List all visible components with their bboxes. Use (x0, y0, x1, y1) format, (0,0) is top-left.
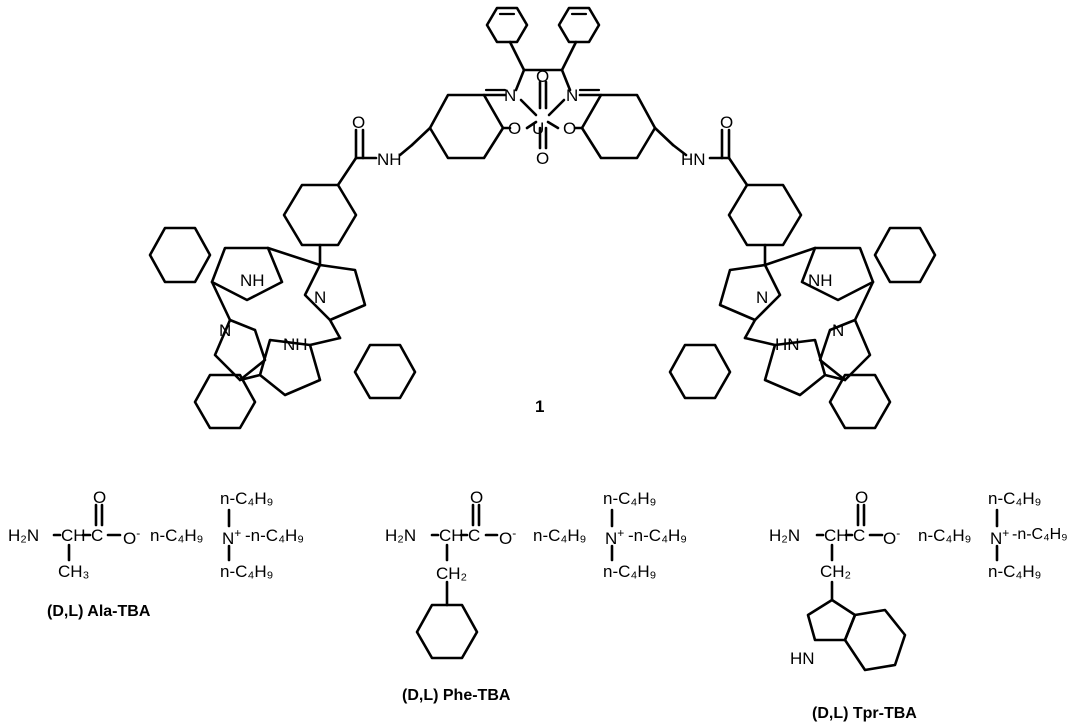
phenyl-ring-top-left (485, 6, 529, 44)
carboxyl-carbon: C (468, 526, 481, 545)
indole-nh: HN (790, 649, 815, 668)
butyl-top: n-C₄H₉ (988, 489, 1042, 508)
atom-NH: NH (240, 271, 265, 290)
ammonium-nitrogen: N+ (990, 526, 1010, 548)
benzamide-ring-right (727, 183, 803, 247)
salt-bonds (52, 503, 999, 672)
indole-pyrrole-ring (806, 598, 857, 642)
alpha-carbon: CH (61, 526, 86, 545)
methyl-group: CH₃ (58, 562, 90, 581)
phenyl-ring-top-right (557, 6, 601, 44)
salicyl-ring-right (580, 93, 657, 160)
salt-label: (D,L) Phe-TBA (402, 687, 511, 704)
atom-NH: NH (808, 271, 833, 290)
salicyl-ring-left (428, 93, 505, 160)
carboxyl-carbon: C (853, 526, 866, 545)
butyl-right: -n-C₄H₉ (245, 526, 305, 545)
pyrrole-ring (213, 318, 267, 382)
atom-O: O (720, 113, 733, 132)
atom-N: N (314, 288, 326, 307)
butyl-bottom: n-C₄H₉ (603, 562, 657, 581)
meso-phenyl-ring (668, 343, 732, 400)
atom-N: N (566, 86, 578, 105)
meso-phenyl-ring (828, 373, 892, 430)
pyrrole-ring (210, 246, 284, 302)
butyl-left: n-C₄H₉ (918, 526, 972, 545)
atom-HN: HN (775, 335, 800, 354)
carboxylate-oxygen: O- (883, 526, 901, 548)
amino-group: H₂N (8, 526, 40, 545)
carbonyl-oxygen: O (93, 488, 107, 507)
salen-core (336, 6, 749, 187)
atom-O: O (352, 113, 365, 132)
carbonyl-oxygen: O (855, 488, 869, 507)
butyl-top: n-C₄H₉ (603, 489, 657, 508)
atom-N: N (756, 288, 768, 307)
butyl-right: -n-C₄H₉ (628, 526, 688, 545)
salt-label: (D,L) Ala-TBA (47, 603, 151, 620)
atom-HN: HN (681, 150, 706, 169)
pyrrole-ring (763, 338, 827, 397)
meso-phenyl-ring (148, 226, 212, 284)
amino-group: H₂N (385, 526, 417, 545)
ammonium-nitrogen: N+ (605, 526, 625, 548)
ammonium-nitrogen: N+ (222, 526, 242, 548)
pyrrole-ring (303, 263, 367, 322)
alpha-carbon: CH (824, 526, 849, 545)
amino-group: H₂N (769, 526, 801, 545)
salt-label: (D,L) Tpr-TBA (812, 705, 917, 722)
pyrrole-ring (718, 263, 782, 322)
methylene-group: CH₂ (820, 562, 852, 581)
atom-NH: NH (283, 335, 308, 354)
butyl-bottom: n-C₄H₉ (220, 562, 274, 581)
carbonyl-oxygen: O (470, 488, 484, 507)
atom-O: O (536, 67, 549, 86)
butyl-bottom: n-C₄H₉ (988, 562, 1042, 581)
atom-N: N (832, 321, 844, 340)
indole-benzene-ring (843, 608, 907, 672)
butyl-top: n-C₄H₉ (220, 489, 274, 508)
butyl-left: n-C₄H₉ (533, 526, 587, 545)
butyl-right: -n-C₄H₉ (1012, 526, 1068, 543)
compound-number: 1 (535, 397, 545, 416)
pyrrole-ring (258, 338, 322, 397)
pyrrole-ring (800, 246, 875, 302)
porphyrin-left (148, 183, 417, 430)
alpha-carbon: CH (439, 526, 464, 545)
atom-N: N (219, 321, 231, 340)
atom-NH: NH (377, 150, 402, 169)
atom-U: U (532, 119, 544, 138)
atom-O: O (508, 119, 521, 138)
carboxyl-carbon: C (91, 526, 104, 545)
porphyrin-right (668, 183, 937, 430)
carboxylate-oxygen: O- (499, 526, 517, 548)
meso-phenyl-ring (353, 343, 417, 400)
meso-phenyl-ring (193, 373, 257, 430)
pyrrole-ring (818, 318, 872, 382)
butyl-left: n-C₄H₉ (150, 526, 204, 545)
meso-phenyl-ring (873, 226, 937, 284)
atom-N: N (504, 86, 516, 105)
atom-O: O (536, 149, 549, 168)
atom-labels: N N O U O O O NH HN O O NH N N NH NH N N… (219, 67, 844, 354)
phe-benzene-ring (415, 603, 479, 660)
carboxylate-oxygen: O- (123, 526, 141, 548)
atom-O: O (563, 119, 576, 138)
methylene-group: CH₂ (436, 564, 468, 583)
benzamide-ring-left (282, 183, 358, 247)
